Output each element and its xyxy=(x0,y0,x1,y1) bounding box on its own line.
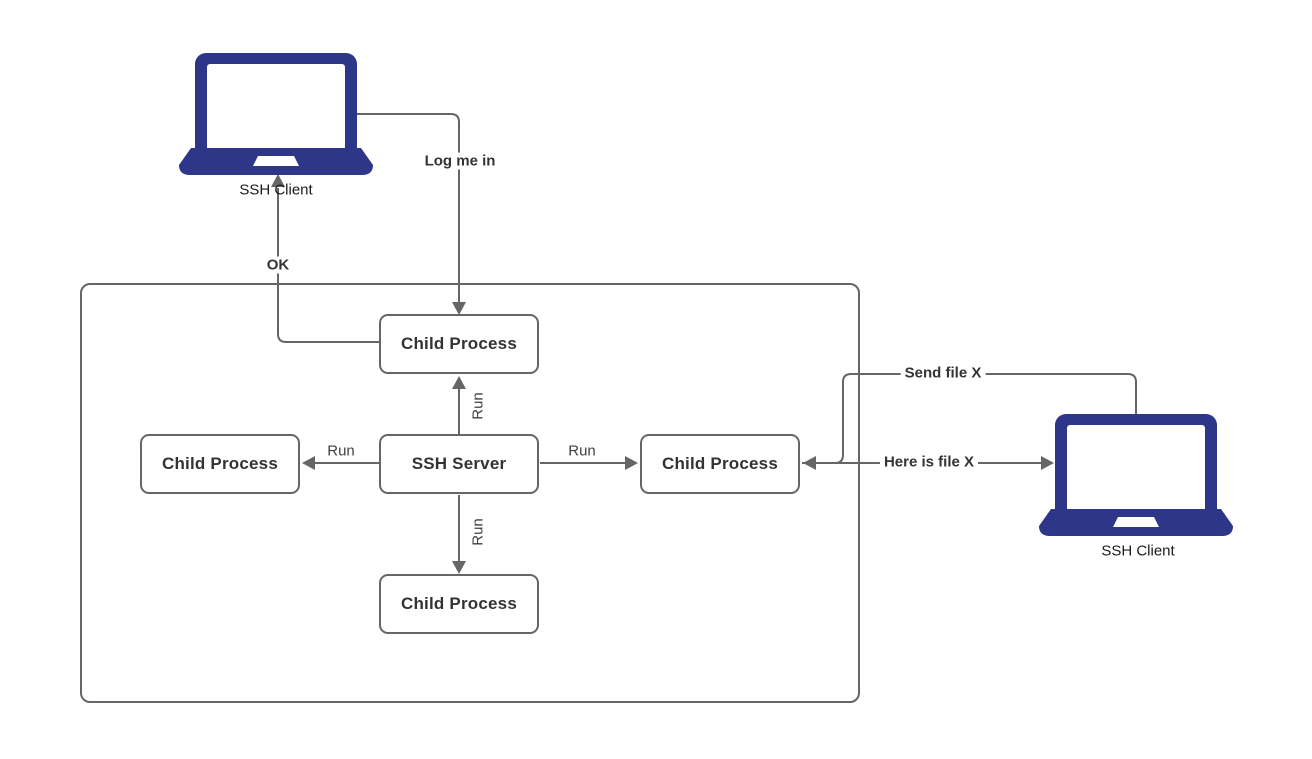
edge-label-send-file-x: Send file X xyxy=(900,364,986,382)
server-boundary-box xyxy=(80,283,860,703)
arrowhead-up-icon xyxy=(452,376,466,389)
arrowhead-up-icon xyxy=(271,174,285,187)
laptop-icon xyxy=(1039,414,1233,536)
node-child-process-top: Child Process xyxy=(379,314,539,374)
arrowhead-right-icon xyxy=(625,456,638,470)
edge-run-top xyxy=(452,376,466,434)
ssh-client-label-left: SSH Client xyxy=(239,181,313,199)
node-child-process-left: Child Process xyxy=(140,434,300,494)
edge-label-here-is-file-x: Here is file X xyxy=(879,453,979,471)
node-ssh-server: SSH Server xyxy=(379,434,539,494)
arrowhead-left-icon xyxy=(302,456,315,470)
edge-run-right xyxy=(540,456,638,470)
edge-log-me-in xyxy=(357,113,466,315)
edge-label-run-left: Run xyxy=(327,442,355,460)
arrowhead-down-icon xyxy=(452,302,466,315)
edge-label-ok: OK xyxy=(262,256,294,274)
arrowhead-down-icon xyxy=(452,561,466,574)
edge-ok xyxy=(271,174,380,343)
ssh-client-label-right: SSH Client xyxy=(1101,542,1175,560)
node-child-process-right: Child Process xyxy=(640,434,800,494)
edge-label-run-right: Run xyxy=(568,442,596,460)
ssh-client-laptop-right xyxy=(1039,414,1233,536)
laptop-icon xyxy=(179,53,373,175)
edge-run-left xyxy=(302,456,380,470)
ssh-client-laptop-left xyxy=(179,53,373,175)
edge-label-log-me-in: Log me in xyxy=(420,152,500,170)
arrowhead-right-icon xyxy=(1041,456,1054,470)
edge-label-run-top: Run xyxy=(469,392,487,420)
edge-label-run-bottom: Run xyxy=(469,518,487,546)
edge-run-bottom xyxy=(452,495,466,574)
node-child-process-bottom: Child Process xyxy=(379,574,539,634)
